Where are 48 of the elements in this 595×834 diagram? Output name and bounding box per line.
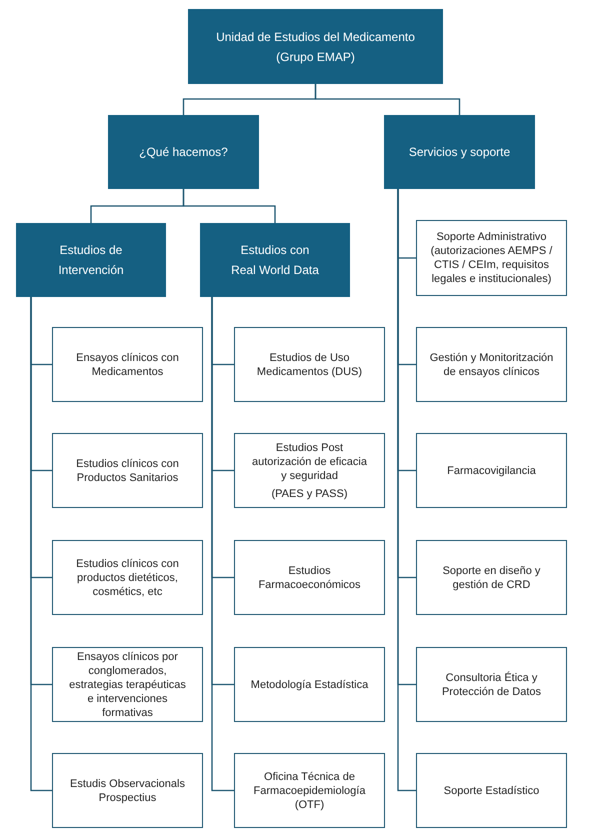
connector-line	[397, 189, 416, 792]
study-label: Ensayos clínicos con Medicamentos	[75, 350, 180, 378]
study-label: (PAES y PASS)	[270, 486, 348, 500]
study-box	[52, 647, 203, 722]
study-box	[234, 327, 385, 402]
study-box	[52, 327, 203, 402]
unit-name: Unidad de Estudios del Medicamento (Grupo EMAP)	[215, 28, 416, 66]
study-box	[234, 647, 385, 722]
study-label: Oficina Técnica de Farmacoepidemiología (OTF)	[252, 770, 366, 812]
study-box	[234, 540, 385, 615]
category-box	[384, 115, 535, 189]
connector-line	[30, 297, 52, 792]
connector-line	[211, 297, 234, 792]
study-box	[52, 540, 203, 615]
study-label: Estudios Post autorización de eficacia y seguridad	[251, 440, 368, 482]
connector-line	[182, 189, 276, 223]
category-box	[200, 223, 350, 297]
service-label: Consultoria Ética y Protección de Datos	[440, 670, 542, 698]
category-title: Estudios con Real World Data	[230, 242, 320, 279]
category-box	[16, 223, 166, 297]
study-label: Estudios clínicos con Productos Sanitarios	[75, 456, 180, 484]
service-label: Farmacovigilancia	[446, 464, 537, 478]
connector-line	[314, 84, 460, 115]
service-box	[416, 433, 567, 508]
service-label: Gestión y Monitoritzación de ensayos clínicos	[428, 350, 554, 378]
category-title: Servicios y soporte	[408, 144, 512, 161]
category-box	[108, 115, 259, 189]
study-box	[234, 753, 385, 828]
service-box	[416, 647, 567, 722]
study-box	[234, 433, 385, 508]
service-label: Soporte Estadístico	[442, 784, 540, 798]
service-label: Soporte Administrativo (autorizaciones AEMPS / CTIS / CEIm, requisitos legales e institucionales)	[430, 230, 554, 286]
unit-box	[188, 9, 443, 84]
study-label: Ensayos clínicos por conglomerados, estrategias terapéuticas e intervenciones formativas	[68, 650, 187, 720]
service-box	[416, 327, 567, 402]
study-box	[52, 433, 203, 508]
study-label: Estudios de Uso Medicamentos (DUS)	[256, 350, 364, 378]
category-title: Estudios de Intervención	[57, 242, 125, 279]
study-label: Metodología Estadística	[250, 678, 370, 692]
study-box	[52, 753, 203, 828]
service-box	[416, 540, 567, 615]
study-label: Estudios Farmacoeconómicos	[257, 564, 362, 592]
service-box	[416, 220, 567, 296]
category-title: ¿Qué hacemos?	[138, 144, 229, 161]
study-label: Estudios clínicos con productos dietéticos, cosmétics, etc	[75, 556, 180, 598]
service-label: Soporte en diseño y gestión de CRD	[442, 564, 542, 592]
service-box	[416, 753, 567, 828]
study-label: Estudis Observacionals Prospectius	[69, 776, 186, 804]
